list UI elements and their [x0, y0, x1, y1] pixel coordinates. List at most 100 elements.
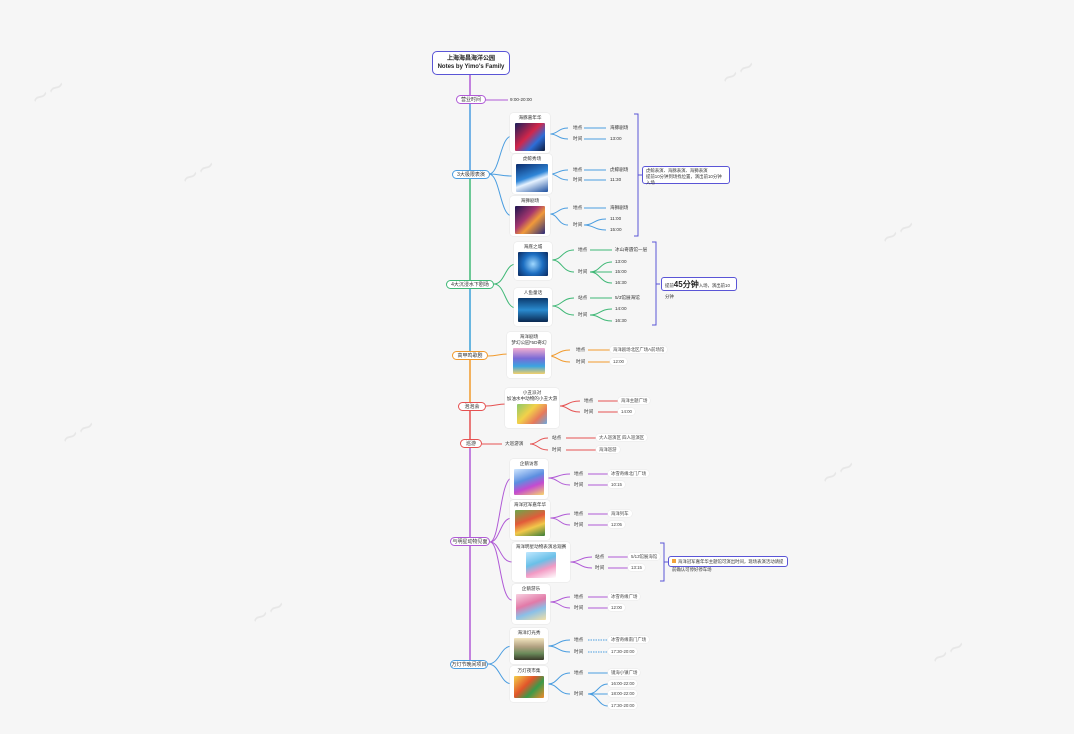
meet-4-image: [516, 593, 546, 620]
night-1-time-label: 时间: [574, 649, 584, 654]
night-2-image: [514, 675, 544, 698]
show-1-name: 海豚嘉年华: [518, 115, 542, 120]
meet-summary[interactable]: 海洋冠军嘉年华主题馆可演出时间，现场表演活动请提前确认可停好停车场: [668, 556, 788, 572]
meet-2-time-label: 时间: [574, 522, 584, 527]
meet-summary-icon: [672, 559, 676, 563]
parade-name[interactable]: 大巡游演: [505, 441, 524, 446]
show-1-image: [515, 122, 545, 151]
card-song[interactable]: 海洋剧场 梦幻公园*5D奇幻: [507, 332, 551, 378]
branch-foam[interactable]: 泡泡会: [458, 402, 486, 411]
foam-place: 海洋主题广场: [618, 397, 651, 404]
card-night-1[interactable]: 海洋灯光秀: [510, 628, 548, 664]
uw-2-place: 5/3馆展海馆: [615, 295, 640, 300]
meet-3-time: 13:15: [628, 564, 645, 571]
card-meet-3[interactable]: 海洋明星动物表演总观赛: [512, 542, 570, 582]
shows-summary-line-1: 虎鲸表演、海豚表演、海狮表演: [646, 168, 708, 173]
show-2-name: 虎鲸秀场: [522, 156, 542, 161]
meet-2-place: 海洋列车: [608, 510, 632, 517]
card-show-3[interactable]: 海狮剧场: [510, 196, 550, 236]
card-meet-4[interactable]: 企鹅游乐: [512, 584, 550, 624]
card-show-2[interactable]: 虎鲸秀场: [512, 154, 552, 194]
song-image: [513, 347, 545, 374]
show-2-time: 11:30: [610, 177, 622, 182]
card-show-1[interactable]: 海豚嘉年华: [510, 113, 550, 153]
meet-1-place-label: 地点: [574, 471, 584, 476]
card-meet-2[interactable]: 海洋冠军嘉年华: [510, 500, 550, 540]
parade-site-label: 站点: [552, 435, 562, 440]
uw-1-time-label: 时间: [578, 269, 588, 274]
meet-4-place-label: 地点: [574, 594, 584, 599]
foam-time-label: 时间: [584, 409, 594, 414]
meet-3-site-label: 站点: [595, 554, 605, 559]
song-place: 海洋剧场北区广场A前场馆: [610, 346, 668, 353]
card-uw-1[interactable]: 海底之城: [514, 242, 552, 280]
show-2-image: [516, 163, 548, 192]
card-night-2[interactable]: 万灯夜市集: [510, 666, 548, 702]
meet-3-time-label: 时间: [595, 565, 605, 570]
song-time: 12:00: [610, 358, 627, 365]
night-1-image: [514, 637, 544, 660]
uw-1-time-2: 15:00: [615, 269, 627, 274]
meet-4-time: 12:00: [608, 604, 625, 611]
meet-1-time-label: 时间: [574, 482, 584, 487]
uw-1-time-1: 13:00: [615, 259, 627, 264]
uw-summary-post: 入场，演出前10分钟: [665, 283, 730, 299]
night-2-time-3: 17:30-20:00: [608, 702, 638, 709]
meet-1-name: 企鹅访客: [519, 461, 539, 466]
branch-underwater[interactable]: 4大沉浸水下剧场: [446, 280, 494, 289]
card-uw-2[interactable]: 人鱼童话: [514, 288, 552, 326]
card-foam[interactable]: 小丑派对 加油水中动物的小丑大游: [505, 388, 559, 428]
uw-2-time-label: 时间: [578, 312, 588, 317]
night-1-place-label: 地点: [574, 637, 584, 642]
show-3-image: [515, 205, 545, 234]
song-place-label: 地点: [576, 347, 586, 352]
show-3-name: 海狮剧场: [520, 198, 540, 203]
meet-summary-text: 海洋冠军嘉年华主题馆可演出时间，现场表演活动请提前确认可停好停车场: [672, 559, 784, 572]
show-3-place: 海狮剧场: [610, 205, 629, 210]
uw-2-time-2: 16:30: [615, 318, 627, 323]
shows-summary-line-2: 提前10分钟到场找位置，演出前10分钟入场: [646, 173, 722, 185]
meet-2-image: [515, 509, 545, 536]
uw-summary-pre: 提前: [665, 283, 674, 288]
underwater-summary[interactable]: 提前45分钟入场，演出前10分钟: [661, 277, 737, 299]
parade-place: 大人巡演区 四人巡演区: [596, 434, 648, 441]
show-2-place: 虎鲸剧场: [610, 167, 629, 172]
card-meet-1[interactable]: 企鹅访客: [510, 459, 548, 499]
root-node[interactable]: 上海海昌海洋公园 Notes by Yimo's Family: [432, 51, 510, 75]
meet-1-image: [514, 468, 544, 495]
uw-1-name: 海底之城: [523, 244, 543, 249]
song-name-1: 海洋剧场: [519, 334, 539, 339]
uw-2-image: [518, 297, 548, 322]
uw-2-time-1: 14:00: [615, 306, 627, 311]
branch-night[interactable]: 万灯节晚间项目: [450, 660, 488, 669]
night-1-name: 海洋灯光秀: [517, 630, 541, 635]
shows-summary[interactable]: 虎鲸表演、海豚表演、海狮表演 提前10分钟到场找位置，演出前10分钟入场: [642, 166, 730, 185]
night-2-time-1: 16:00-22:00: [608, 680, 638, 687]
meet-4-place: 冰雪奇缘广场: [608, 593, 641, 600]
root-subtitle: Notes by Yimo's Family: [437, 63, 505, 70]
night-2-place-label: 地点: [574, 670, 584, 675]
show-3-place-label: 地点: [573, 205, 583, 210]
night-2-name: 万灯夜市集: [517, 668, 541, 673]
uw-2-site-label: 站点: [578, 295, 588, 300]
branch-parade[interactable]: 巡游: [460, 439, 482, 448]
show-3-time-label: 时间: [573, 222, 583, 227]
meet-2-time: 12:05: [608, 521, 625, 528]
foam-name-1: 小丑派对: [522, 390, 542, 395]
branch-hours[interactable]: 营业时间: [456, 95, 486, 104]
meet-3-image: [526, 551, 556, 578]
show-1-time-label: 时间: [573, 136, 583, 141]
night-2-place: 镜海小镇广场: [608, 669, 641, 676]
root-title: 上海海昌海洋公园: [446, 56, 495, 62]
show-1-time: 13:00: [610, 136, 622, 141]
meet-2-place-label: 地点: [574, 511, 584, 516]
meet-3-name: 海洋明星动物表演总观赛: [515, 544, 567, 549]
uw-1-image: [518, 251, 548, 276]
branch-shows[interactable]: 3大极限表演: [452, 170, 490, 179]
branch-song[interactable]: 高甲鸣歌剧: [452, 351, 488, 360]
show-3-time-1: 11:00: [610, 216, 622, 221]
show-2-time-label: 时间: [573, 177, 583, 182]
uw-2-name: 人鱼童话: [523, 290, 543, 295]
branch-meet[interactable]: 与明星动物见面: [450, 537, 490, 546]
